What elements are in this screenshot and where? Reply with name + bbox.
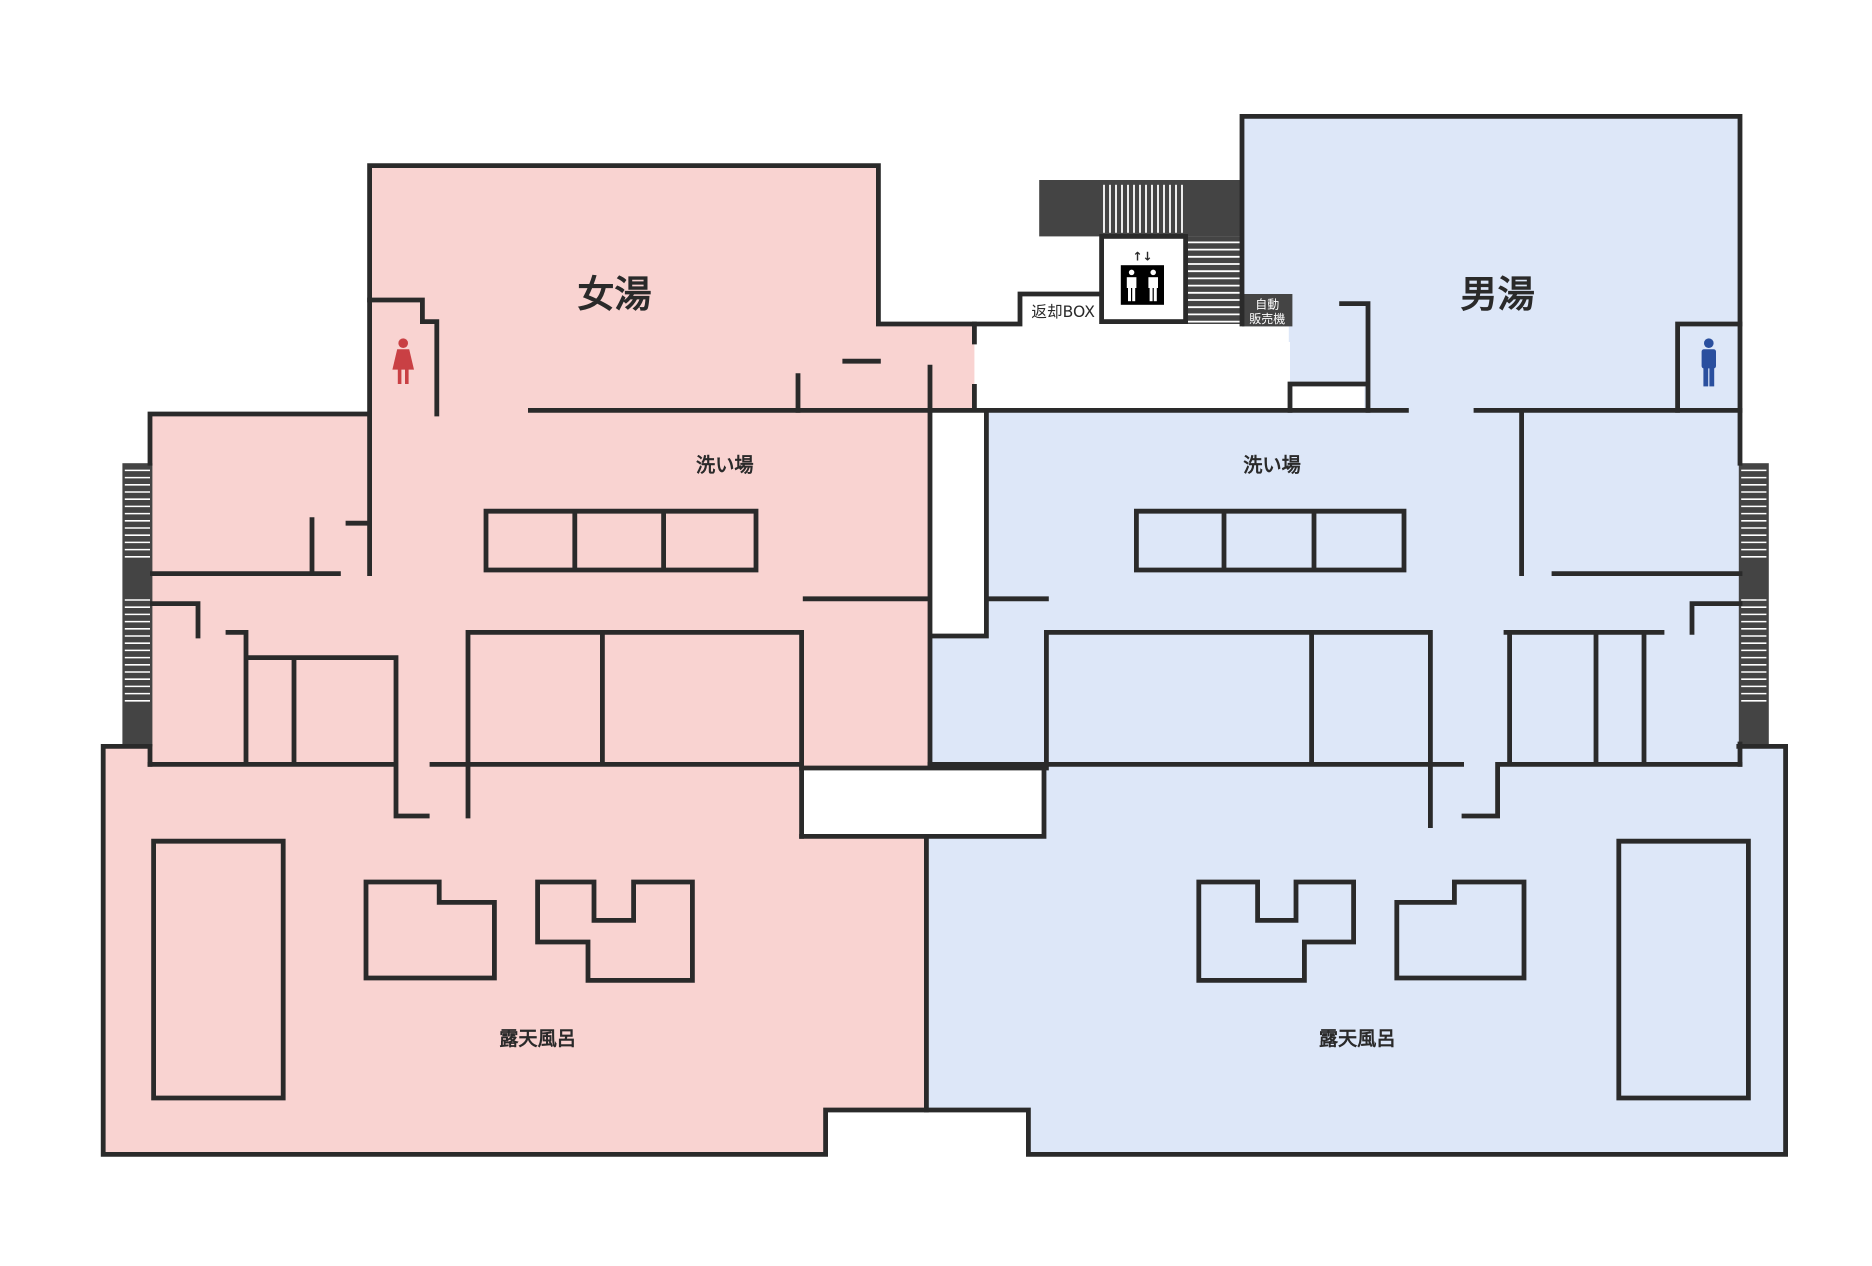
- return-box-label: 返却BOX: [1031, 303, 1095, 321]
- men-outdoor-pool-long: [1616, 838, 1751, 1101]
- front-corridor: [976, 326, 1289, 408]
- corridor-box: [804, 769, 1043, 836]
- top-stairs: [1039, 180, 1242, 324]
- men-outdoor-pool-2: [1394, 879, 1527, 981]
- man-restroom-icon: [1701, 338, 1716, 387]
- women-washing-counter: [483, 508, 759, 573]
- women-outdoor-pool-1: [363, 879, 497, 981]
- corridor-strip: [932, 412, 986, 635]
- vending-machine: 自動 販売機: [1242, 294, 1293, 327]
- men-interior-walls: [927, 301, 1743, 828]
- mens-bath-area: [926, 116, 1786, 1155]
- woman-restroom-icon: [392, 338, 414, 384]
- women-outdoor-bath-label: 露天風呂: [499, 1027, 576, 1050]
- men-outdoor-pool-1: [1196, 879, 1356, 983]
- left-stairs: [122, 463, 153, 747]
- women-outer-wall: [367, 163, 1104, 417]
- men-outer-wall: [100, 114, 1788, 1157]
- womens-bath-area: [103, 165, 975, 1155]
- front-corridor-walls: [528, 321, 1743, 413]
- elevator-icon: ↑↓: [1120, 249, 1164, 305]
- elevator-arrows: ↑↓: [1132, 249, 1152, 263]
- right-stairs: [1738, 463, 1769, 747]
- women-outdoor-pool-2: [535, 879, 695, 983]
- vending-label-line1: 自動: [1255, 297, 1279, 311]
- men-washing-area-label: 洗い場: [1243, 454, 1301, 477]
- men-washing-counter: [1134, 508, 1407, 573]
- women-washing-area-label: 洗い場: [696, 454, 754, 477]
- walls: [100, 114, 1788, 1157]
- center-divider-walls: [799, 408, 1049, 1113]
- womens-bath-title: 女湯: [577, 272, 651, 316]
- women-outdoor-pool-long: [151, 838, 286, 1101]
- men-outdoor-bath-label: 露天風呂: [1319, 1027, 1396, 1050]
- women-interior-walls: [147, 297, 933, 839]
- vending-label-line2: 販売機: [1249, 311, 1285, 326]
- men-locker-nook: [1292, 386, 1365, 410]
- mens-bath-title: 男湯: [1460, 272, 1534, 316]
